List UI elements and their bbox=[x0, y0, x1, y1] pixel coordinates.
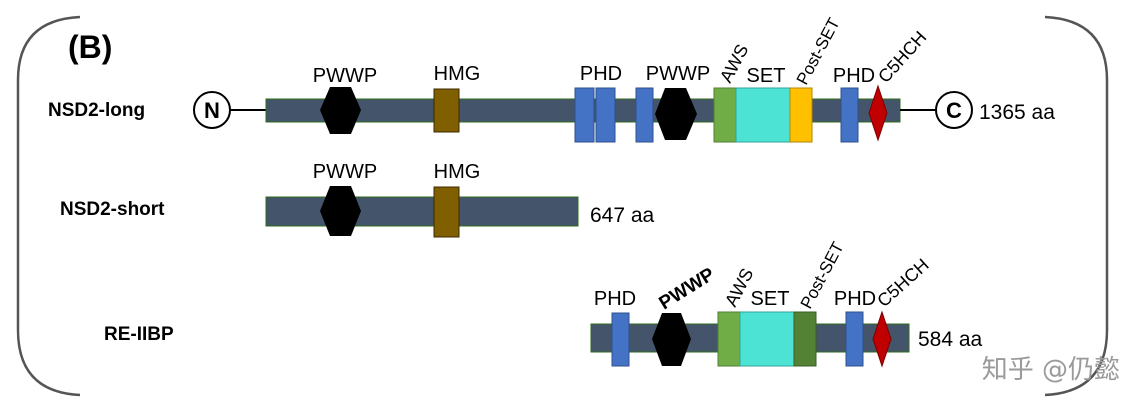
set-domain-re bbox=[739, 311, 795, 367]
phd-domain-re-2 bbox=[845, 311, 864, 367]
aws-domain-re bbox=[717, 311, 741, 367]
set-label-re: SET bbox=[751, 288, 790, 310]
nsd2-short-row: NSD2-short PWWP HMG 647 aa bbox=[60, 161, 655, 238]
c-terminus-circle bbox=[935, 91, 973, 129]
hmg-domain bbox=[433, 88, 460, 133]
aws-domain bbox=[713, 87, 737, 143]
phd-domain-1a bbox=[574, 87, 595, 143]
pwwp-domain-1 bbox=[320, 87, 361, 134]
pwwp-label-1: PWWP bbox=[313, 65, 377, 87]
post-set-domain-re bbox=[793, 311, 817, 367]
nsd2-long-name: NSD2-long bbox=[48, 100, 145, 121]
pwwp-domain-short bbox=[320, 186, 361, 236]
left-bracket bbox=[16, 15, 81, 397]
nsd2-long-row: NSD2-long N C PWWP HMG PHD PWWP AWS SET … bbox=[48, 15, 1055, 143]
phd-label-2: PHD bbox=[833, 65, 875, 87]
c5hch-label-re: C5HCH bbox=[873, 255, 932, 311]
re-iibp-row: RE-IIBP PHD PWWP AWS SET Post-SET PHD C5… bbox=[104, 239, 983, 368]
c5hch-domain-re bbox=[872, 310, 892, 368]
c5hch-label: C5HCH bbox=[874, 27, 930, 86]
set-domain bbox=[735, 87, 791, 143]
c-terminus-label: C bbox=[946, 98, 962, 123]
nsd2-long-length: 1365 aa bbox=[979, 101, 1055, 124]
pwwp-label-short: PWWP bbox=[313, 161, 377, 183]
hmg-label: HMG bbox=[434, 63, 481, 85]
pwwp-domain-2 bbox=[655, 88, 697, 140]
hmg-domain-short bbox=[433, 186, 460, 238]
n-terminus-label: N bbox=[204, 98, 220, 123]
watermark: 知乎 @仍懿 bbox=[982, 355, 1120, 385]
nsd2-short-length: 647 aa bbox=[590, 204, 655, 227]
phd-domain-3 bbox=[840, 87, 859, 143]
right-bracket bbox=[1044, 15, 1109, 397]
phd-domain-re-1 bbox=[611, 312, 630, 367]
c5hch-domain bbox=[868, 84, 888, 142]
set-label: SET bbox=[747, 65, 786, 87]
pwwp-label-2: PWWP bbox=[646, 63, 710, 85]
re-iibp-name: RE-IIBP bbox=[104, 324, 174, 345]
phd-label-re-1: PHD bbox=[594, 288, 636, 310]
nsd2-short-name: NSD2-short bbox=[60, 199, 165, 220]
re-iibp-length: 584 aa bbox=[918, 328, 983, 351]
pwwp-domain-re bbox=[652, 313, 691, 366]
phd-label-1: PHD bbox=[580, 63, 622, 85]
post-set-domain bbox=[789, 87, 813, 143]
panel-label: (B) bbox=[68, 29, 112, 65]
hmg-label-short: HMG bbox=[434, 161, 481, 183]
nsd2-short-backbone bbox=[265, 196, 579, 227]
pwwp-label-re: PWWP bbox=[656, 264, 719, 314]
phd-domain-2 bbox=[635, 87, 654, 143]
phd-domain-1b bbox=[595, 87, 616, 143]
phd-label-re-2: PHD bbox=[834, 288, 876, 310]
